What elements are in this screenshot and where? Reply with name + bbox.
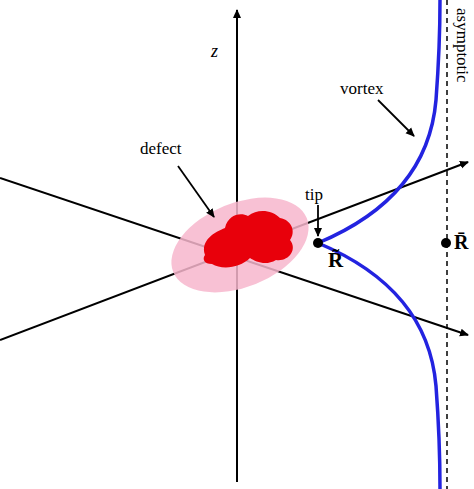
annotation-label: asymptotic: [454, 8, 471, 83]
vortex-line: [318, 0, 440, 243]
leader-arrow: [378, 100, 414, 136]
axis-label: z: [211, 42, 218, 60]
defect-blob: [204, 211, 293, 267]
callout-label: defect: [140, 140, 182, 157]
defect-halo: [158, 179, 323, 311]
callout-label: tip: [305, 186, 323, 203]
leader-arrow: [317, 205, 319, 236]
vortex-line: [318, 243, 440, 489]
callout-label: vortex: [340, 80, 383, 97]
axis: [0, 178, 468, 335]
point-label: R̄: [454, 232, 468, 252]
tip-point: [313, 238, 323, 248]
leader-arrow: [178, 166, 214, 217]
point-label: R̃: [328, 250, 343, 271]
asymptotic-point: [441, 238, 451, 248]
